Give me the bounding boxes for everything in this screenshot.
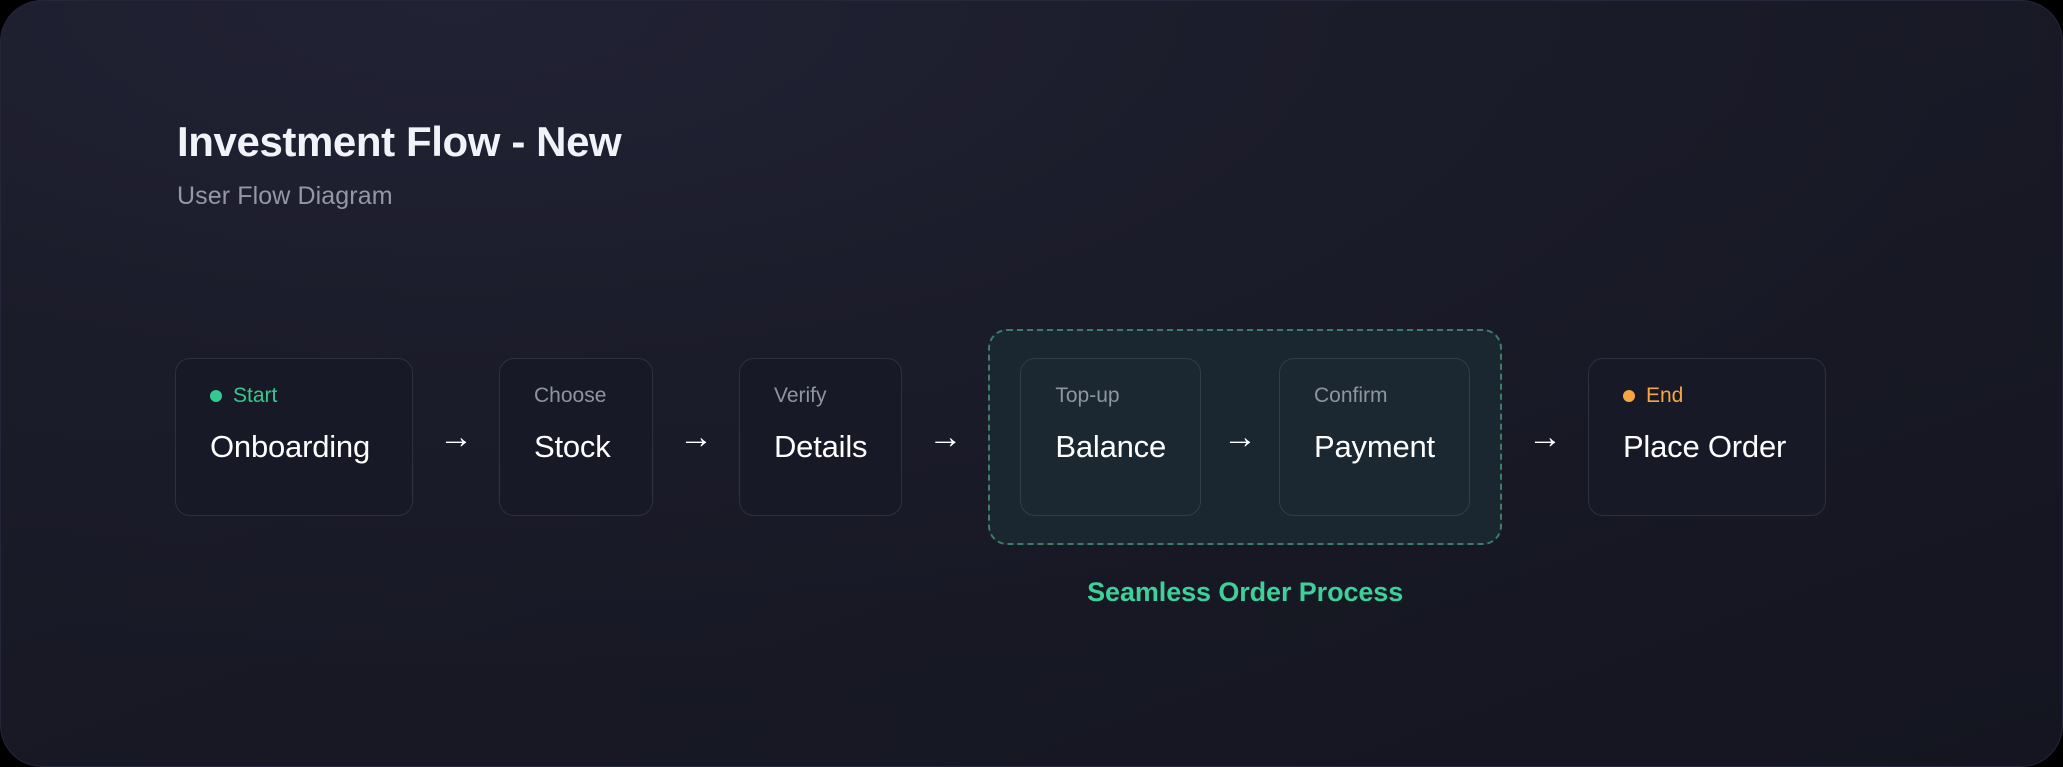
node-title: Place Order xyxy=(1622,429,1787,464)
header: Investment Flow - New User Flow Diagram xyxy=(177,118,622,211)
flow-node-balance[interactable]: Top-up Balance xyxy=(1020,358,1201,516)
node-title: Stock xyxy=(534,429,611,464)
node-title: Details xyxy=(774,429,868,464)
flow-node-onboarding[interactable]: Start Onboarding xyxy=(175,358,413,516)
node-kicker-verify: Verify xyxy=(774,385,867,406)
page-subtitle: User Flow Diagram xyxy=(177,182,393,211)
flow-arrow-4-icon: → xyxy=(1223,418,1257,456)
node-title: Balance xyxy=(1055,429,1166,464)
flow-arrow-5-icon: → xyxy=(1527,418,1562,456)
flow-node-details[interactable]: Verify Details xyxy=(739,358,903,516)
flow-group-seamless-order-process[interactable]: Top-up Balance → Confirm Payment xyxy=(988,329,1502,545)
node-kicker-end: End xyxy=(1622,384,1791,407)
flow-arrow-2-icon: → xyxy=(679,418,713,456)
flow-arrow-3-icon: → xyxy=(928,418,963,456)
flow-group-caption: Seamless Order Process xyxy=(1087,577,1404,607)
node-kicker-label: Confirm xyxy=(1314,384,1388,407)
status-dot-start-icon xyxy=(210,389,222,402)
node-kicker-label: Verify xyxy=(774,384,827,407)
node-kicker-label: Start xyxy=(233,384,278,407)
node-kicker-start: Start xyxy=(210,385,378,406)
flow-node-payment[interactable]: Confirm Payment xyxy=(1279,358,1470,516)
flow-group-wrapper: Top-up Balance → Confirm Payment Seamles… xyxy=(988,329,1502,607)
flow-diagram: Start Onboarding → Choose Stock → Verify… xyxy=(175,329,1826,607)
flow-node-place-order[interactable]: End Place Order xyxy=(1587,358,1826,516)
node-title: Payment xyxy=(1314,429,1435,464)
status-dot-end-icon xyxy=(1622,389,1635,402)
node-kicker-label: End xyxy=(1645,384,1684,407)
flow-node-stock[interactable]: Choose Stock xyxy=(499,358,653,516)
node-kicker-topup: Top-up xyxy=(1055,385,1166,406)
flow-arrow-1-icon: → xyxy=(439,418,473,456)
node-kicker-label: Choose xyxy=(534,384,607,407)
page-title: Investment Flow - New xyxy=(177,118,622,165)
node-title: Onboarding xyxy=(210,429,371,464)
node-kicker-confirm: Confirm xyxy=(1314,385,1435,406)
node-kicker-label: Top-up xyxy=(1055,384,1120,407)
node-kicker-choose: Choose xyxy=(534,385,618,406)
